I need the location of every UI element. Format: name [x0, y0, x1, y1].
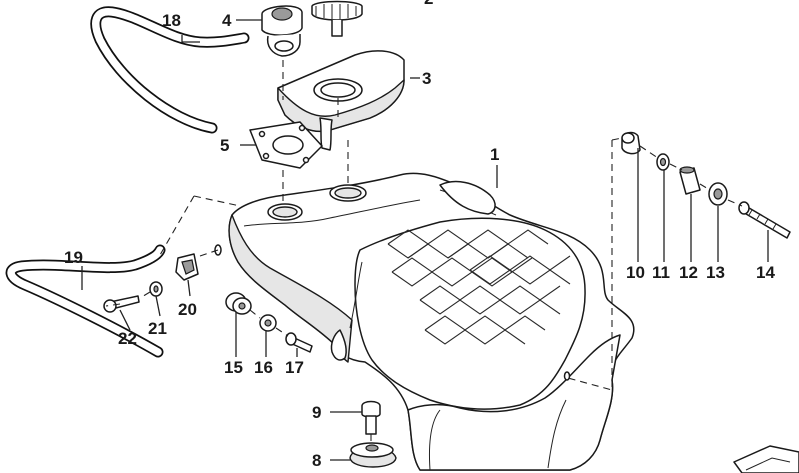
part-4-valve [261, 5, 303, 57]
part-12-sleeve [679, 166, 701, 195]
label-14: 14 [756, 263, 775, 282]
label-19: 19 [64, 248, 83, 267]
part-3-reservoir [277, 50, 405, 151]
part-9-bolt [361, 400, 381, 435]
label-9: 9 [312, 403, 321, 422]
part-20-clip [175, 253, 199, 281]
part-14-screw [738, 201, 791, 239]
part-5-gasket [249, 121, 323, 169]
part-17-screw [285, 332, 313, 353]
part-13-washer [708, 182, 728, 206]
part-15-grommet [225, 292, 252, 315]
label-5: 5 [220, 136, 229, 155]
label-22: 22 [118, 329, 137, 348]
part-11-washer [656, 153, 670, 171]
label-16: 16 [254, 358, 273, 377]
part-10-grommet [621, 131, 641, 155]
housing-grid-upper [387, 229, 549, 287]
hose-18 [90, 6, 250, 134]
label-15: 15 [224, 358, 243, 377]
part-22-screw [103, 295, 140, 313]
label-3: 3 [422, 69, 431, 88]
part-8-mount [349, 442, 397, 468]
part-labels: 18 4 2 3 5 1 19 20 21 22 15 16 17 9 8 10… [64, 0, 775, 470]
part-21-washer [149, 281, 163, 297]
label-21: 21 [148, 319, 167, 338]
label-18: 18 [162, 11, 181, 30]
air-filter-housing [214, 172, 635, 471]
label-1: 1 [490, 145, 499, 164]
label-8: 8 [312, 451, 321, 470]
part-2-cap [311, 0, 363, 37]
part-16-washer [259, 314, 277, 332]
label-11: 11 [652, 263, 670, 282]
label-10: 10 [626, 263, 645, 282]
label-17: 17 [285, 358, 304, 377]
housing-grid-lower [419, 255, 571, 345]
corner-badge [733, 445, 799, 473]
label-20: 20 [178, 300, 197, 319]
label-4: 4 [222, 11, 232, 30]
hose-19 [5, 244, 166, 358]
label-13: 13 [706, 263, 725, 282]
leader-lines [81, 19, 769, 461]
label-2: 2 [424, 0, 433, 8]
assembly-lines [105, 60, 743, 444]
label-12: 12 [679, 263, 698, 282]
